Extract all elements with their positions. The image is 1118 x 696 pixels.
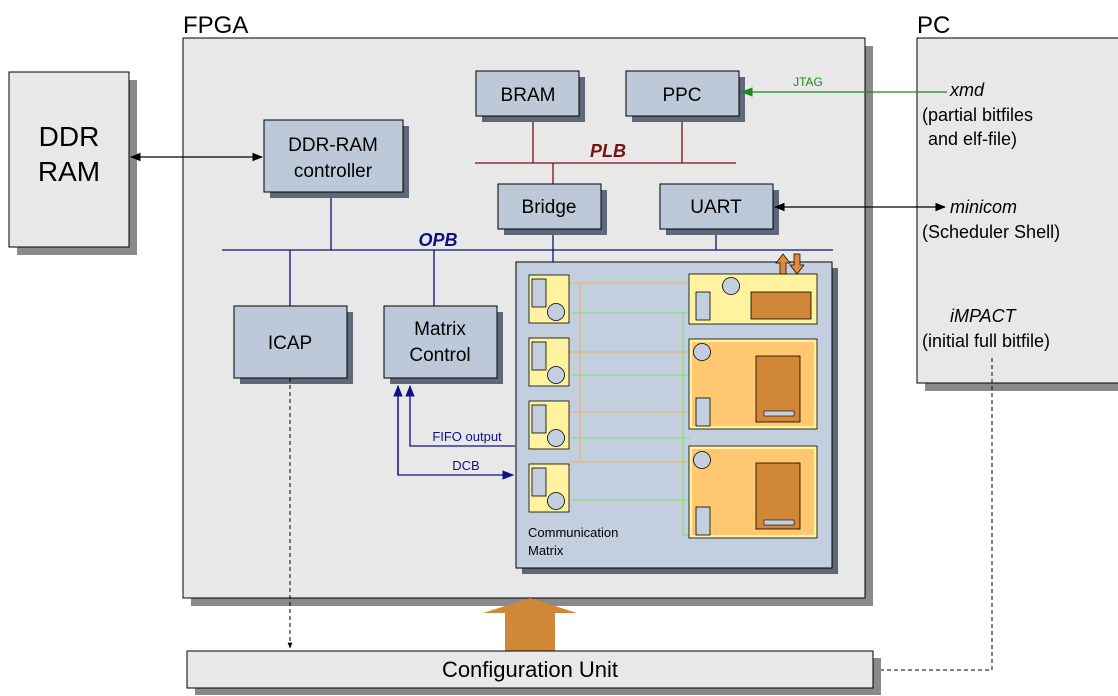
ddr-controller-label-1: DDR-RAM (288, 135, 378, 156)
plb-bus: PLB (475, 117, 736, 185)
module-slot-3 (688, 445, 818, 539)
fpga-title: FPGA (183, 12, 248, 39)
xmd-label: xmd (949, 80, 985, 100)
module-slot-2 (688, 338, 818, 430)
uart-block: UART (659, 183, 779, 235)
matrix-control-block: Matrix Control (383, 305, 503, 384)
bram-label: BRAM (501, 85, 556, 106)
impact-label: iMPACT (950, 306, 1018, 326)
ddr-controller-block: DDR-RAM controller (263, 119, 409, 198)
switch-cell-4 (528, 463, 570, 513)
bridge-block: Bridge (497, 183, 607, 235)
icap-block: ICAP (233, 305, 353, 384)
ddr-ram-label-1: DDR (39, 121, 100, 152)
bridge-label: Bridge (522, 197, 577, 218)
configuration-unit-label: Configuration Unit (442, 657, 618, 682)
uart-label: UART (690, 197, 742, 218)
fifo-output-label: FIFO output (432, 429, 502, 444)
pc-title: PC (917, 12, 950, 39)
pc-panel: PC xmd (partial bitfiles and elf-file) m… (916, 12, 1118, 391)
xmd-desc-1: (partial bitfiles (922, 105, 1033, 125)
jtag-link: JTAG (740, 75, 947, 97)
ddr-ram-label-2: RAM (38, 156, 100, 187)
io-arrows-icon (775, 253, 805, 275)
configuration-unit: Configuration Unit (186, 650, 881, 695)
bram-block: BRAM (475, 70, 585, 122)
config-upload-arrow-icon (483, 598, 577, 651)
switch-cell-3 (528, 400, 570, 450)
minicom-label: minicom (950, 197, 1017, 217)
opb-bus: OPB (222, 193, 833, 306)
comm-matrix-label-1: Communication (528, 525, 618, 540)
icap-label: ICAP (268, 333, 312, 354)
matrix-control-label-2: Control (409, 345, 470, 366)
matrix-links-green (572, 312, 695, 536)
comm-matrix-label-2: Matrix (528, 543, 564, 558)
ppc-label: PPC (662, 85, 701, 106)
matrix-control-label-1: Matrix (414, 319, 466, 340)
ddr-controller-label-2: controller (294, 161, 373, 182)
opb-label: OPB (418, 230, 457, 250)
dcb-label: DCB (452, 458, 479, 473)
impact-config-link (874, 358, 993, 673)
impact-desc: (initial full bitfile) (922, 331, 1050, 351)
ddr-ram-box: DDR RAM (8, 71, 137, 255)
fifo-output-link: FIFO output (405, 384, 515, 447)
dcb-link: DCB (393, 384, 515, 480)
switch-cell-2 (528, 337, 570, 387)
switch-cell-1 (528, 274, 570, 324)
xmd-desc-2: and elf-file) (928, 129, 1017, 149)
communication-matrix: Communication Matrix (515, 253, 838, 574)
plb-label: PLB (590, 141, 626, 161)
module-slot-1 (688, 273, 818, 325)
ppc-block: PPC (625, 70, 745, 122)
jtag-label: JTAG (793, 75, 823, 89)
minicom-desc: (Scheduler Shell) (922, 222, 1060, 242)
